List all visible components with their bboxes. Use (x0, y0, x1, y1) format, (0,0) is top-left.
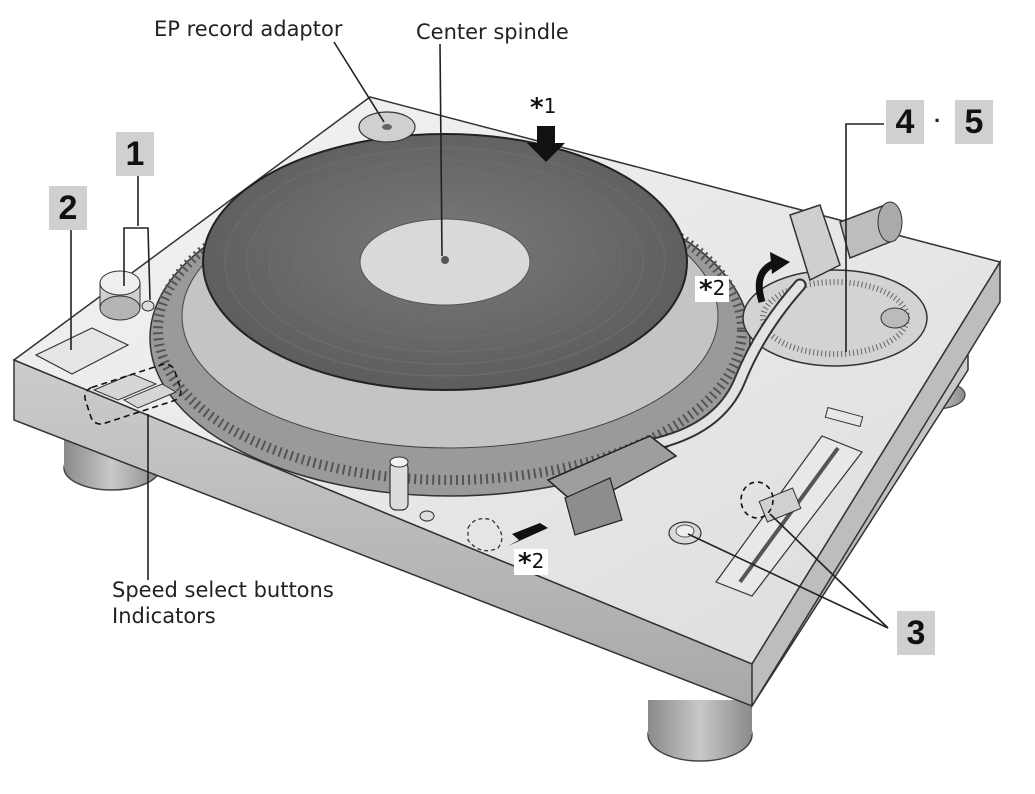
note-2-marker-tonearm: *2 (695, 275, 730, 305)
pitch-slider (715, 406, 864, 597)
power-knob (99, 270, 155, 321)
target-light (389, 456, 435, 522)
note-2-star-rest: * (518, 548, 532, 578)
note-2-marker-rest: *2 (514, 548, 549, 578)
start-stop-button (34, 327, 130, 375)
arrows (508, 126, 790, 546)
speed-buttons-label: Speed select buttons (112, 578, 334, 602)
note-1-marker: *1 (526, 93, 560, 123)
leader-lines (70, 41, 889, 629)
callout-4: 4 (886, 100, 924, 144)
ep-adaptor-label: EP record adaptor (154, 17, 343, 41)
tonearm (546, 201, 928, 536)
callout-5: 5 (955, 100, 993, 144)
callout-2: 2 (49, 186, 87, 230)
headshell-rest (467, 517, 503, 552)
speed-buttons (84, 363, 182, 425)
callout-separator: · (934, 108, 942, 133)
callout-1: 1 (116, 132, 154, 176)
center-spindle-label: Center spindle (416, 20, 569, 44)
indicators-label: Indicators (112, 604, 216, 628)
note-1-star: * (530, 93, 544, 123)
ep-adaptor (358, 111, 416, 143)
callout-3: 3 (897, 611, 935, 655)
note-2-number-tonearm: 2 (712, 276, 726, 300)
cue-button (668, 521, 702, 545)
note-1-number: 1 (543, 94, 557, 118)
note-2-number-rest: 2 (531, 549, 545, 573)
record (202, 133, 688, 391)
note-2-star-tonearm: * (699, 275, 713, 305)
